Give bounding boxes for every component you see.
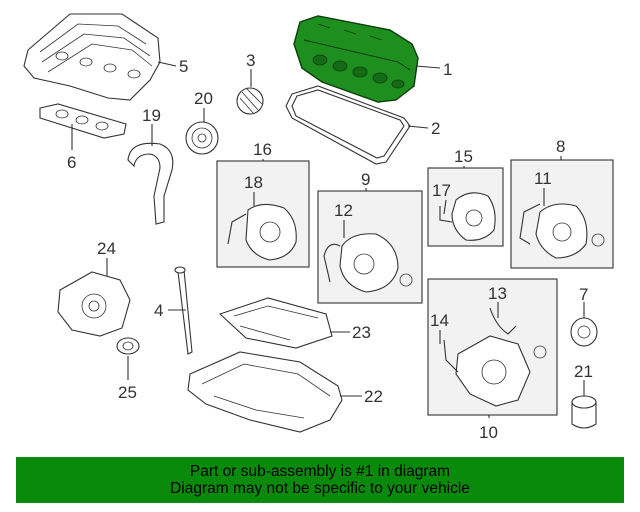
part-5-intake-manifold bbox=[23, 13, 161, 101]
callout-23[interactable]: 23 bbox=[352, 323, 371, 342]
callout-3[interactable]: 3 bbox=[246, 51, 255, 70]
part-13-seal bbox=[489, 307, 547, 359]
notice-line-1: Part or sub-assembly is #1 in diagram bbox=[189, 463, 451, 480]
diagram-notice-banner: Part or sub-assembly is #1 in diagram Di… bbox=[16, 457, 624, 503]
part-25-bushing bbox=[116, 337, 140, 355]
part-18-timing-cover bbox=[227, 203, 297, 261]
part-12-timing-cover bbox=[323, 233, 413, 293]
callout-6[interactable]: 6 bbox=[67, 153, 76, 172]
part-1-valve-cover[interactable] bbox=[293, 15, 419, 103]
part-24-oil-pump bbox=[57, 271, 131, 337]
callout-22[interactable]: 22 bbox=[364, 387, 383, 406]
callout-13[interactable]: 13 bbox=[488, 284, 507, 303]
part-19-timing-belt bbox=[127, 142, 174, 225]
callout-1[interactable]: 1 bbox=[443, 60, 452, 79]
parts-diagram: 1 2 3 4 5 6 7 8 9 10 11 12 13 14 15 16 1… bbox=[23, 13, 614, 442]
callout-16[interactable]: 16 bbox=[253, 140, 272, 159]
callout-10[interactable]: 10 bbox=[479, 423, 498, 442]
callout-12[interactable]: 12 bbox=[334, 201, 353, 220]
leader-lines bbox=[71, 61, 585, 418]
part-3-cap bbox=[236, 87, 264, 115]
part-17-timing-cover bbox=[439, 192, 496, 241]
callout-19[interactable]: 19 bbox=[142, 106, 161, 125]
part-2-gasket bbox=[285, 85, 411, 165]
callout-24[interactable]: 24 bbox=[97, 239, 116, 258]
callout-14[interactable]: 14 bbox=[430, 311, 449, 330]
callout-5[interactable]: 5 bbox=[179, 57, 188, 76]
part-4-dipstick bbox=[174, 266, 193, 355]
callout-8[interactable]: 8 bbox=[556, 137, 565, 156]
callout-4[interactable]: 4 bbox=[154, 301, 163, 320]
part-11-timing-cover bbox=[519, 203, 605, 259]
callout-7[interactable]: 7 bbox=[579, 285, 588, 304]
callout-11[interactable]: 11 bbox=[534, 169, 552, 188]
part-7-pulley bbox=[570, 317, 598, 347]
part-22-oil-pan bbox=[187, 351, 343, 433]
part-23-baffle bbox=[218, 297, 333, 349]
part-6-manifold-gasket bbox=[39, 103, 127, 139]
callout-9[interactable]: 9 bbox=[361, 170, 370, 189]
callout-17[interactable]: 17 bbox=[432, 181, 451, 200]
notice-line-2: Diagram may not be specific to your vehi… bbox=[170, 480, 470, 497]
callout-20[interactable]: 20 bbox=[194, 89, 213, 108]
callout-15[interactable]: 15 bbox=[454, 147, 473, 166]
part-20-pulley bbox=[185, 121, 219, 155]
part-21-oil-filter bbox=[571, 395, 597, 429]
callout-18[interactable]: 18 bbox=[244, 173, 263, 192]
part-14-front-cover bbox=[443, 335, 531, 407]
callout-25[interactable]: 25 bbox=[118, 383, 137, 402]
callout-21[interactable]: 21 bbox=[574, 362, 593, 381]
callout-2[interactable]: 2 bbox=[431, 119, 440, 138]
